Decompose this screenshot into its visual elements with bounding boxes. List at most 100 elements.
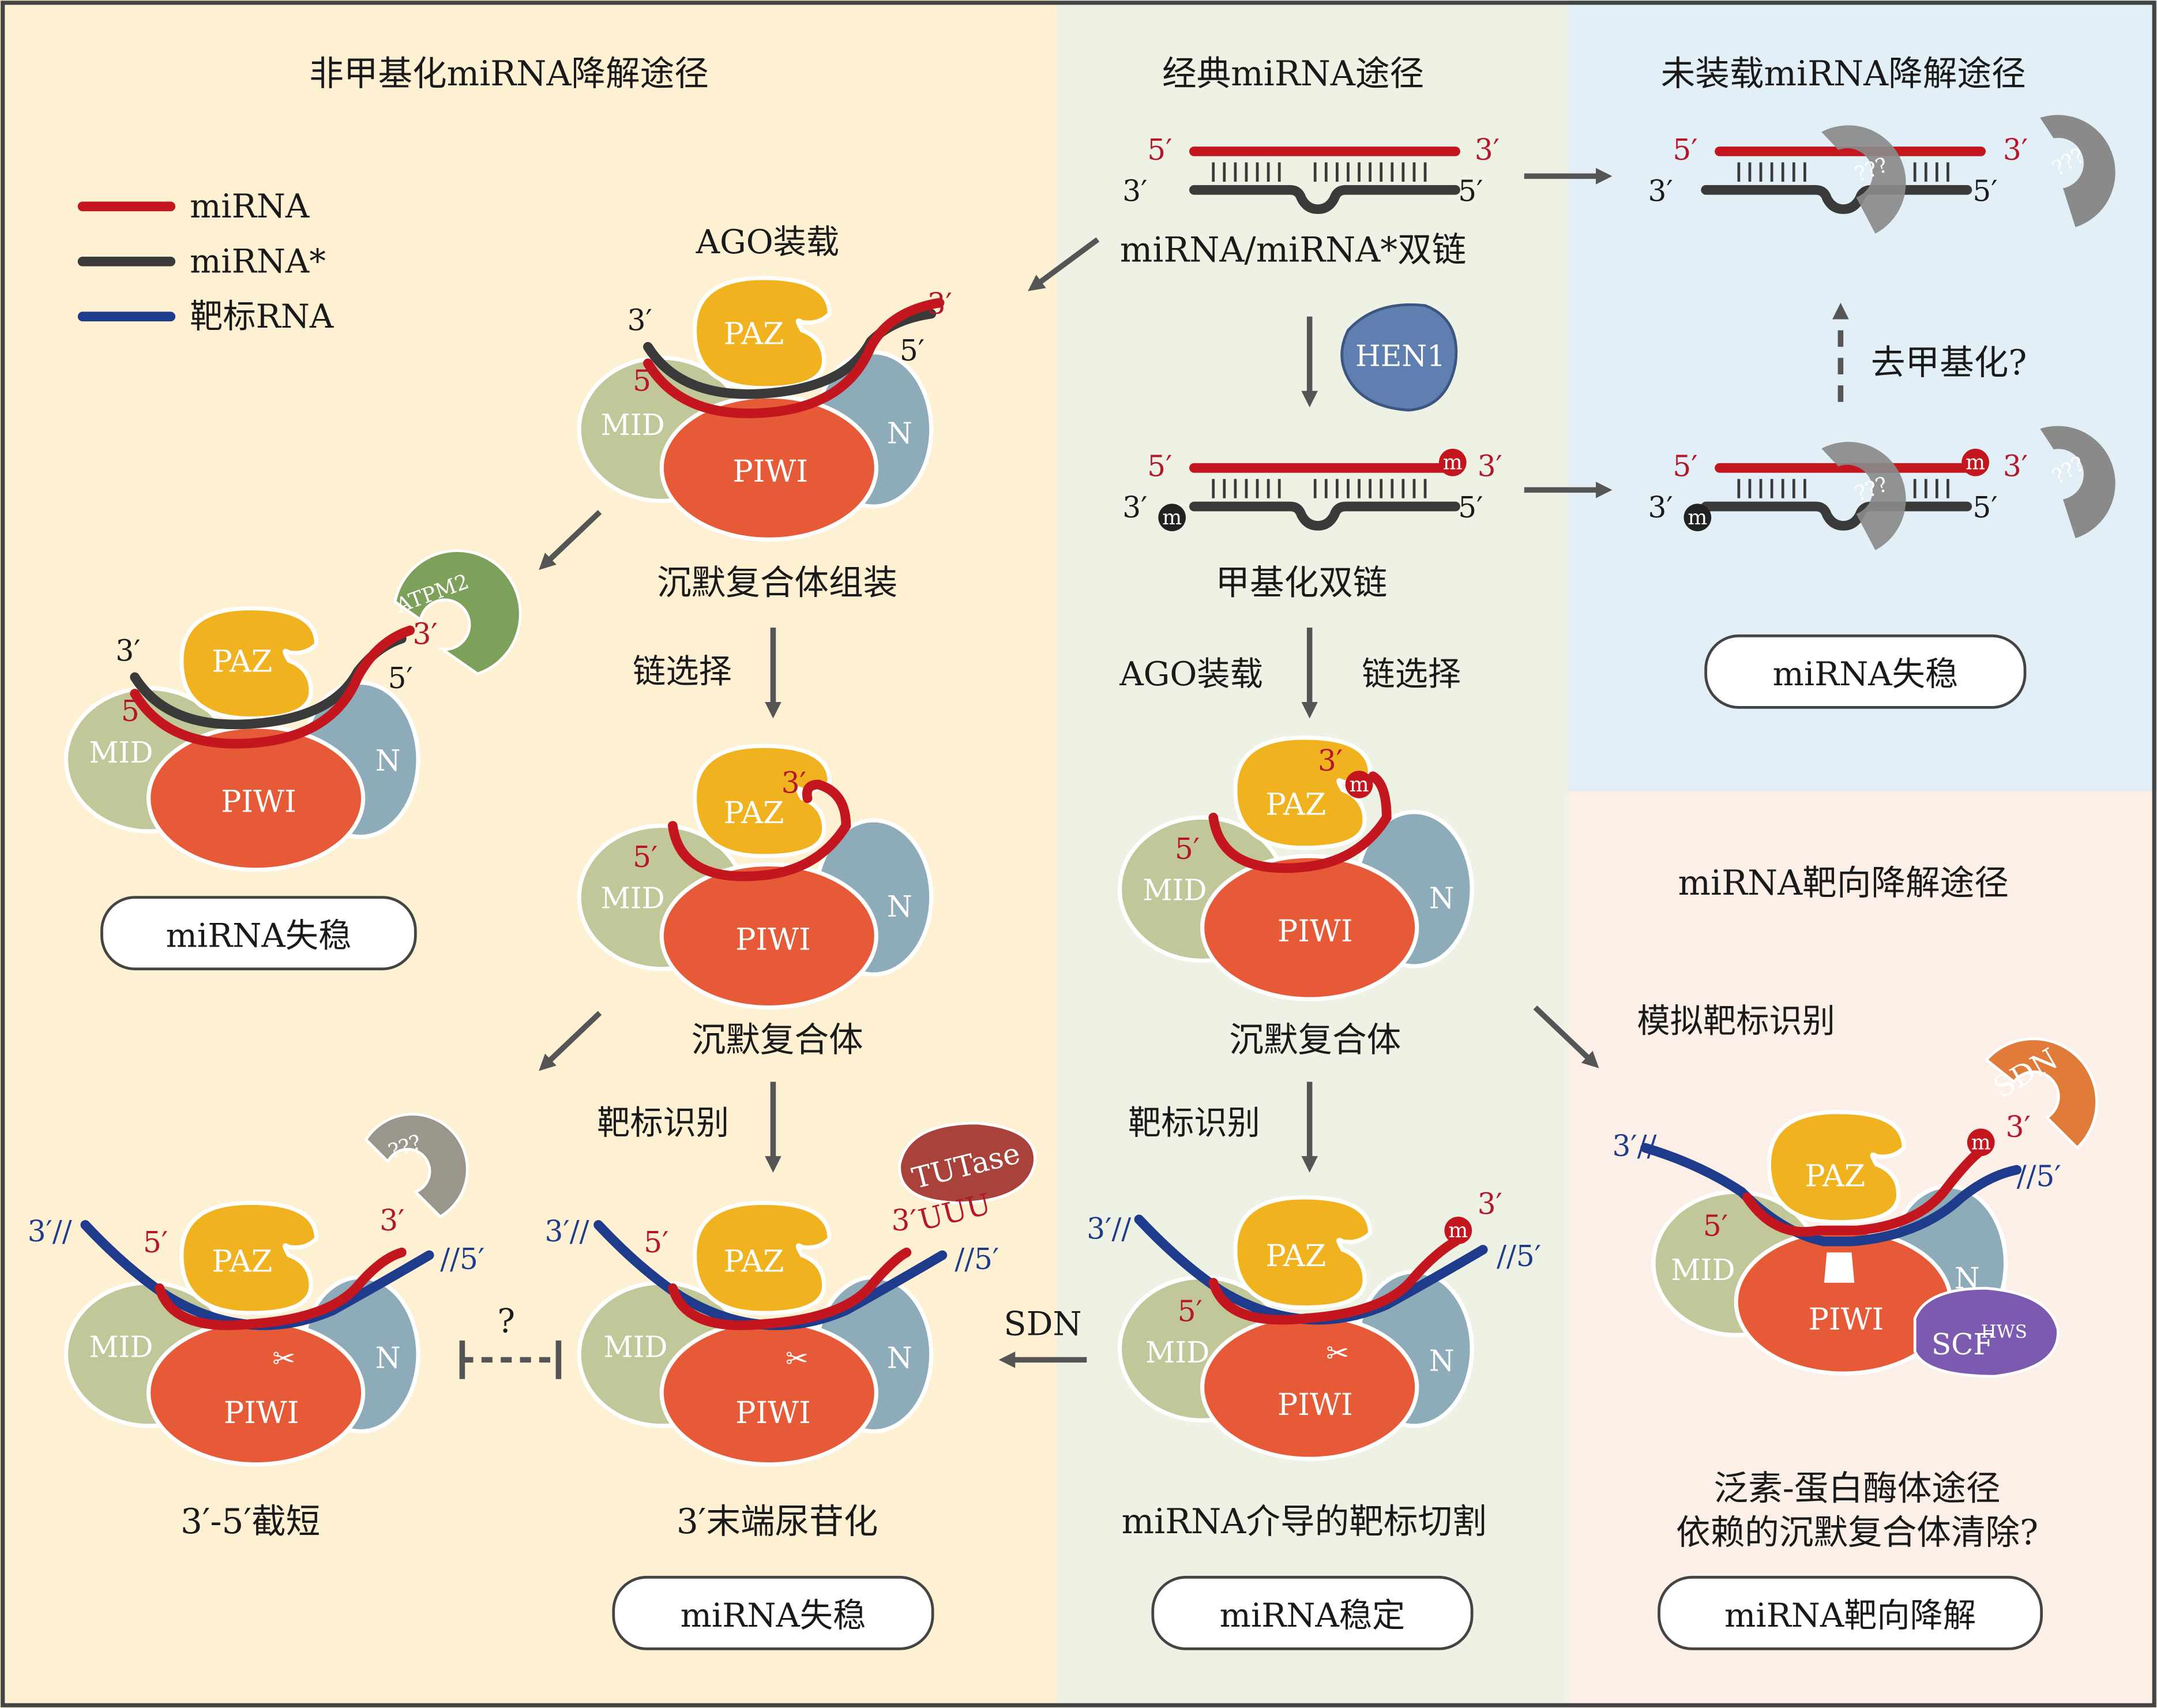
- ago-complex-cleavage: ✂: [1117, 1195, 1488, 1461]
- duplex-methylated-mirna-3prime: 3′: [1478, 450, 1502, 483]
- target-recognition-label: 靶标识别: [597, 1103, 729, 1142]
- target-5prime-cut: //5′: [955, 1242, 999, 1276]
- duplex-canonical-mirna-5prime: 5′: [1147, 133, 1172, 167]
- cleave-mirna-3prime: 3′: [1478, 1187, 1502, 1221]
- unloaded-me-star-5prime: 5′: [1972, 491, 1997, 524]
- target-recognition2-label: 靶标识别: [1128, 1103, 1260, 1142]
- methyl-m-label: m: [1971, 1131, 1991, 1154]
- svg-text:✂: ✂: [1326, 1338, 1349, 1369]
- strand-selection-label: 链选择: [633, 652, 732, 690]
- duplex-canonical-star-5prime: 5′: [1458, 174, 1483, 208]
- header-unloaded: 未装载miRNA降解途径: [1661, 54, 2026, 94]
- piwi-domain-label: PIWI: [732, 454, 808, 489]
- nuclease-unknown-icon: [2040, 115, 2115, 227]
- n-domain-label: N: [1429, 882, 1455, 915]
- silencing-complex2-label: 沉默复合体: [1229, 1020, 1401, 1060]
- atpm2-star-3prime: 3′: [115, 634, 140, 667]
- svg-text:✂: ✂: [272, 1343, 295, 1375]
- inhibition-link: [459, 1340, 562, 1379]
- pill-stable-text: miRNA稳定: [1220, 1596, 1406, 1635]
- duplex-canonical-star-3prime: 3′: [1122, 174, 1147, 208]
- unloaded-mirna-5prime: 5′: [1673, 133, 1697, 167]
- target-5prime-cut: //5′: [2017, 1160, 2061, 1193]
- target-5prime-cut: //5′: [440, 1242, 484, 1276]
- legend-target-label: 靶标RNA: [190, 297, 334, 336]
- piwi-domain-label: PIWI: [224, 1395, 299, 1431]
- methyl-m-label: m: [1448, 1219, 1468, 1242]
- tdmd-mirna-3prime: 3′: [2006, 1110, 2031, 1144]
- paz-domain-label: PAZ: [1265, 787, 1326, 822]
- mid-domain-label: MID: [1143, 873, 1207, 907]
- ago-complex-unmethylated: [577, 744, 934, 1010]
- pill-unloaded-text: miRNA失稳: [1773, 655, 1959, 693]
- n-domain-label: N: [887, 890, 912, 924]
- ago-complex-atpm2: [63, 606, 420, 872]
- pill-atpm2: miRNA失稳: [100, 896, 417, 971]
- unloaded-me-mirna-5prime: 5′: [1673, 450, 1697, 483]
- target-3prime-cut: 3′//: [1087, 1212, 1131, 1245]
- trunc-mirna-5prime: 5′: [143, 1226, 168, 1259]
- demethylation-label: 去甲基化?: [1871, 343, 2027, 383]
- ago1-star-5prime: 5′: [900, 334, 925, 367]
- n-domain-label: N: [887, 1342, 912, 1375]
- paz-domain-label: PAZ: [212, 644, 272, 679]
- sdn-exonuclease: [1984, 1037, 2098, 1150]
- svg-text:✂: ✂: [786, 1343, 809, 1375]
- pill-unloaded: miRNA失稳: [1704, 634, 2027, 709]
- n-domain-label: N: [375, 744, 401, 778]
- sc1-mirna-3prime: 3′: [781, 766, 806, 799]
- sc1-mirna-5prime: 5′: [633, 840, 657, 874]
- target-5prime-cut: //5′: [1497, 1240, 1541, 1273]
- sc2-mirna-3prime: 3′: [1318, 744, 1343, 778]
- header-unmethylated: 非甲基化miRNA降解途径: [309, 54, 709, 94]
- paz-domain-label: PAZ: [1805, 1159, 1865, 1194]
- mid-domain-label: MID: [601, 882, 665, 915]
- atpm2-mirna-3prime: 3′: [413, 618, 438, 651]
- methyl-m-label: m: [1443, 451, 1463, 475]
- piwi-domain-label: PIWI: [735, 922, 811, 957]
- mid-domain-label: MID: [89, 736, 153, 769]
- nuclease-unknown-icon: [364, 1113, 469, 1219]
- scf-complex: [1913, 1286, 2060, 1378]
- paz-domain-label: PAZ: [212, 1244, 272, 1279]
- mid-domain-label: MID: [603, 1331, 667, 1364]
- target-3prime-cut: 3′//: [28, 1215, 72, 1248]
- piwi-domain-label: PIWI: [735, 1395, 811, 1431]
- nuclease-unknown-icon: [1821, 442, 1906, 550]
- atpm2-exonuclease: [393, 549, 522, 675]
- unloaded-me-star-3prime: 3′: [1648, 491, 1673, 524]
- ago-complex-tdmd: [1640, 1110, 2022, 1376]
- piwi-domain-label: PIWI: [221, 784, 296, 820]
- methylated-duplex-label: 甲基化双链: [1215, 564, 1387, 603]
- scf-superscript: HWS: [1981, 1322, 2027, 1342]
- pill-targeted: miRNA靶向降解: [1658, 1575, 2043, 1650]
- methyl-m-label: m: [1966, 451, 1985, 475]
- duplex-methylated-star-3prime: 3′: [1122, 491, 1147, 524]
- atpm2-mirna-5prime: 5′: [121, 695, 146, 728]
- ago1-mirna-3prime: 3′: [927, 287, 952, 321]
- hen1-enzyme: [1340, 303, 1458, 412]
- target-3prime-cut: 3′//: [545, 1215, 589, 1248]
- methyl-mark: [1158, 504, 1186, 531]
- n-domain-label: N: [375, 1342, 401, 1375]
- duplex-label: miRNA/miRNA*双链: [1120, 230, 1467, 270]
- methyl-m-label: m: [1162, 506, 1182, 530]
- ago-loading-label: AGO装载: [696, 223, 839, 261]
- cleavage-label: miRNA介导的靶标切割: [1122, 1502, 1487, 1542]
- mid-domain-label: MID: [1145, 1336, 1209, 1369]
- n-domain-label: N: [1429, 1344, 1455, 1377]
- piwi-domain-label: PIWI: [1809, 1302, 1884, 1337]
- inhibition-question: ?: [497, 1302, 515, 1341]
- pill-stable: miRNA稳定: [1151, 1575, 1474, 1650]
- ago1-mirna-5prime: 5′: [633, 365, 657, 398]
- mimicry-label: 模拟靶标识别: [1637, 1001, 1835, 1040]
- paz-domain-label: PAZ: [724, 1244, 784, 1279]
- sc2-mirna-5prime: 5′: [1175, 832, 1200, 866]
- trunc-mirna-3prime: 3′: [379, 1204, 404, 1237]
- piwi-domain-label: PIWI: [1277, 914, 1353, 949]
- legend-mirna-star-label: miRNA*: [190, 242, 326, 280]
- n-domain-label: N: [1955, 1262, 1980, 1295]
- unloaded-me-mirna-3prime: 3′: [2003, 450, 2028, 483]
